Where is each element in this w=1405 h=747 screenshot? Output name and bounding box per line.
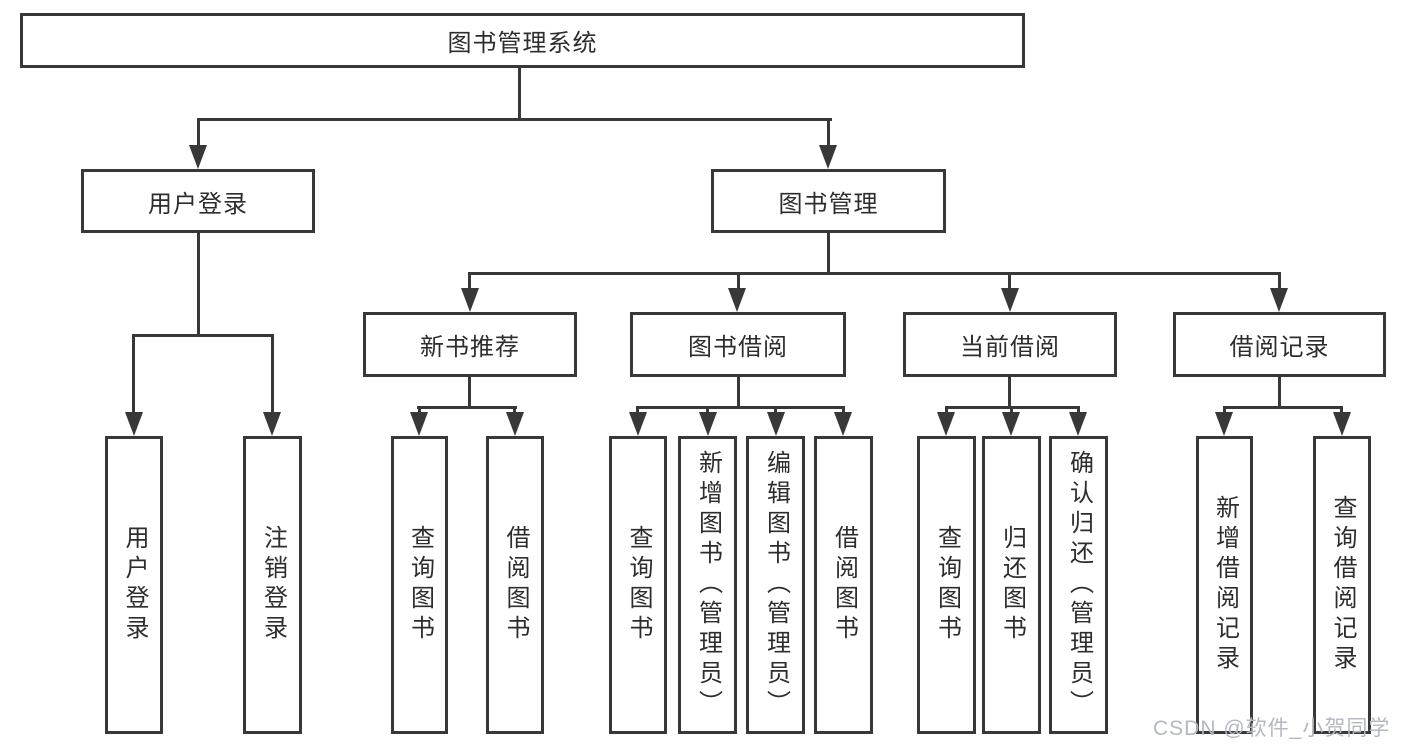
node-br-add-record-label: 新增借阅记录 [1211, 495, 1239, 675]
node-login: 用户登录 [105, 436, 163, 734]
arrow-down-book-borrow-icon [728, 288, 746, 312]
connector-drop-book-management [827, 118, 830, 148]
arrow-down-logout-icon [263, 412, 281, 436]
connector-new-book-stem [468, 377, 471, 408]
connector-drop-cb-return [1010, 406, 1013, 416]
connector-new-book-bar [417, 406, 517, 409]
node-cb-query-book: 查询图书 [917, 436, 976, 734]
connector-drop-br-query [1340, 406, 1343, 416]
node-br-add-record: 新增借阅记录 [1196, 436, 1253, 734]
node-user-login: 用户登录 [81, 169, 315, 233]
node-library-system: 图书管理系统 [20, 13, 1025, 68]
node-book-management-label: 图书管理 [778, 190, 879, 218]
watermark: CSDN @软件_小贺同学 [1153, 717, 1391, 740]
node-book-borrow: 图书借阅 [630, 312, 846, 377]
connector-book-borrow-bar [636, 406, 845, 409]
connector-user-login-stem [197, 233, 200, 336]
node-current-borrow: 当前借阅 [903, 312, 1117, 377]
node-bb-query-book-label: 查询图书 [625, 525, 652, 645]
connector-drop-nb-query [418, 406, 421, 416]
node-br-query-record-label: 查询借阅记录 [1329, 495, 1356, 675]
arrow-down-bb-edit-icon [767, 412, 785, 436]
connector-root-stem [518, 68, 521, 120]
connector-book-borrow-stem [737, 377, 740, 408]
node-nb-query-book: 查询图书 [391, 436, 448, 734]
connector-drop-current-borrow [1008, 272, 1011, 290]
connector-user-login-bar [132, 334, 274, 337]
arrow-down-cb-query-icon [937, 412, 955, 436]
arrow-down-book-management-icon [819, 145, 837, 169]
connector-drop-bb-edit [774, 406, 777, 416]
node-book-management: 图书管理 [711, 169, 946, 233]
node-cb-confirm-return-admin: 确认归还（管理员） [1049, 436, 1108, 734]
connector-drop-logout [271, 334, 274, 414]
node-current-borrow-label: 当前借阅 [960, 334, 1060, 361]
connector-drop-bb-borrow [842, 406, 845, 416]
node-login-label: 用户登录 [121, 525, 148, 645]
arrow-down-bb-query-icon [629, 412, 647, 436]
connector-drop-cb-confirm [1077, 406, 1080, 416]
node-cb-return-book: 归还图书 [982, 436, 1041, 734]
connector-drop-bb-add [706, 406, 709, 416]
node-borrow-records: 借阅记录 [1173, 312, 1386, 377]
node-bb-borrow-book-label: 借阅图书 [830, 525, 858, 645]
connector-drop-br-add [1223, 406, 1226, 416]
node-bb-borrow-book: 借阅图书 [814, 436, 873, 734]
connector-current-borrow-stem [1008, 377, 1011, 408]
node-bb-edit-book-admin-label: 编辑图书（管理员） [762, 450, 790, 720]
node-cb-query-book-label: 查询图书 [933, 525, 961, 645]
arrow-down-br-query-icon [1333, 412, 1351, 436]
arrow-down-borrow-records-icon [1270, 288, 1288, 312]
arrow-down-current-borrow-icon [1001, 288, 1019, 312]
connector-drop-new-book [468, 272, 471, 290]
connector-drop-login [132, 334, 135, 414]
node-logout-label: 注销登录 [259, 525, 287, 645]
node-cb-return-book-label: 归还图书 [998, 525, 1026, 645]
arrow-down-login-icon [125, 412, 143, 436]
arrow-down-bb-add-icon [699, 412, 717, 436]
connector-borrow-records-stem [1278, 377, 1281, 408]
node-br-query-record: 查询借阅记录 [1313, 436, 1371, 734]
node-nb-query-book-label: 查询图书 [406, 525, 434, 645]
node-bb-add-book-admin: 新增图书（管理员） [678, 436, 737, 734]
node-book-borrow-label: 图书借阅 [688, 334, 788, 361]
node-new-book-recommend-label: 新书推荐 [420, 334, 520, 361]
connector-book-management-bar [468, 272, 1281, 275]
node-nb-borrow-book-label: 借阅图书 [502, 525, 529, 645]
node-logout: 注销登录 [243, 436, 302, 734]
node-user-login-label: 用户登录 [148, 190, 248, 218]
node-bb-add-book-admin-label: 新增图书（管理员） [694, 450, 722, 720]
connector-book-management-stem [827, 233, 830, 274]
connector-borrow-records-bar [1223, 406, 1343, 409]
node-library-system-label: 图书管理系统 [447, 30, 598, 57]
connector-drop-bb-query [636, 406, 639, 416]
node-bb-edit-book-admin: 编辑图书（管理员） [746, 436, 805, 734]
arrow-down-nb-query-icon [410, 412, 428, 436]
arrow-down-cb-return-icon [1002, 412, 1020, 436]
arrow-down-user-login-icon [189, 145, 207, 169]
connector-drop-user-login [197, 118, 200, 148]
connector-drop-nb-borrow [513, 406, 516, 416]
connector-drop-book-borrow [737, 272, 740, 290]
node-bb-query-book: 查询图书 [609, 436, 667, 734]
arrow-down-nb-borrow-icon [506, 412, 524, 436]
arrow-down-new-book-icon [461, 288, 479, 312]
node-new-book-recommend: 新书推荐 [363, 312, 577, 377]
connector-root-bar [197, 118, 832, 121]
arrow-down-bb-borrow-icon [834, 412, 852, 436]
node-nb-borrow-book: 借阅图书 [486, 436, 544, 734]
connector-drop-cb-query [945, 406, 948, 416]
node-borrow-records-label: 借阅记录 [1229, 334, 1330, 361]
node-cb-confirm-return-admin-label: 确认归还（管理员） [1065, 450, 1093, 720]
connector-drop-borrow-records [1278, 272, 1281, 290]
arrow-down-br-add-icon [1215, 412, 1233, 436]
arrow-down-cb-confirm-icon [1069, 412, 1087, 436]
